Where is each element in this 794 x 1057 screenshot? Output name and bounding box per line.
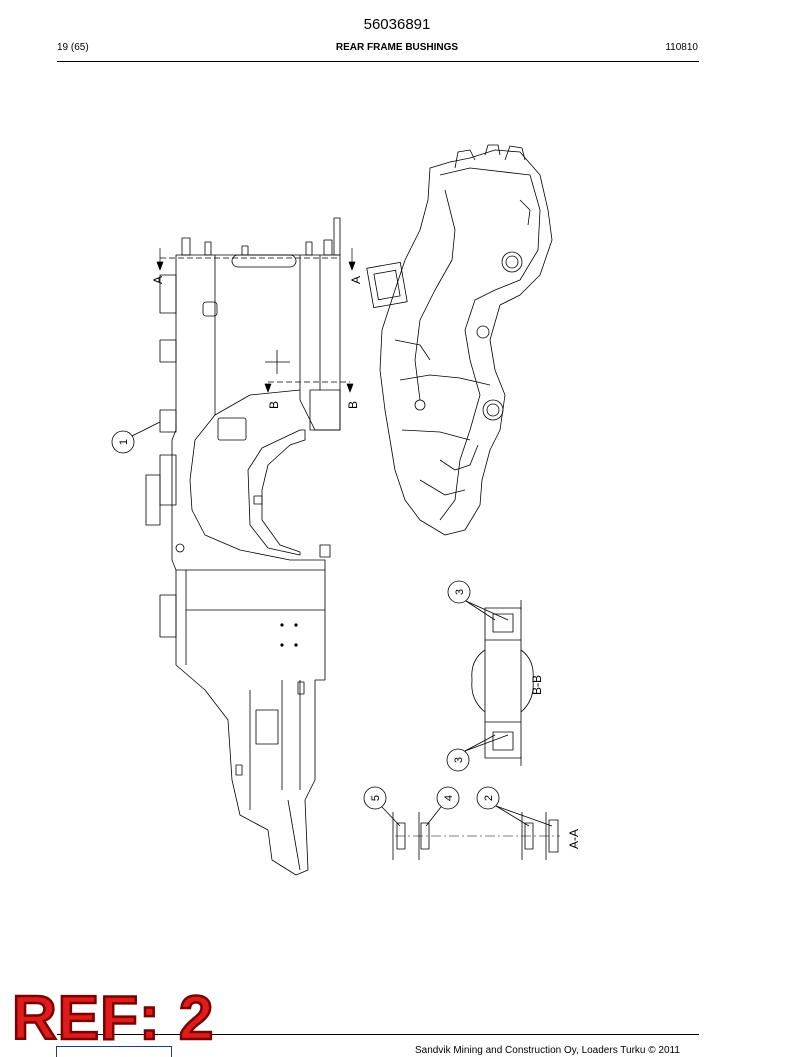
callout-label-1: 1 xyxy=(118,439,130,445)
section-aa-view xyxy=(392,812,560,860)
section-markers xyxy=(156,248,356,393)
page-title: REAR FRAME BUSHINGS xyxy=(335,42,459,53)
view-label-aa: A-A xyxy=(567,829,581,849)
date-code: 110810 xyxy=(665,42,698,53)
page-number: 19 (65) xyxy=(57,42,89,53)
footer-rule xyxy=(57,1034,699,1035)
callout-1 xyxy=(111,421,161,454)
sandvik-logo xyxy=(56,1046,172,1057)
rear-frame-side-view xyxy=(145,217,341,876)
callout-3-lower xyxy=(446,734,509,772)
section-bb-view xyxy=(471,600,534,766)
footer-copyright: Sandvik Mining and Construction Oy, Load… xyxy=(415,1045,680,1056)
section-mark-b-left: B xyxy=(267,401,281,409)
callout-2 xyxy=(476,786,553,827)
callout-label-3-upper: 3 xyxy=(454,589,466,595)
section-mark-a-left: A xyxy=(151,276,165,284)
callout-label-5: 5 xyxy=(370,795,382,801)
callout-4 xyxy=(425,786,460,827)
section-mark-a-right: A xyxy=(349,276,363,284)
callout-label-2: 2 xyxy=(483,795,495,801)
callout-label-3-lower: 3 xyxy=(453,757,465,763)
header-rule xyxy=(57,61,699,62)
section-mark-b-right: B xyxy=(346,401,360,409)
callout-3-upper xyxy=(447,580,509,621)
rear-frame-isometric-view xyxy=(366,144,553,536)
callout-5 xyxy=(363,786,401,827)
ref-stamp: REF: 2 xyxy=(11,984,215,1053)
view-label-bb: B-B xyxy=(530,675,544,695)
document-number: 56036891 xyxy=(363,16,431,33)
callout-label-4: 4 xyxy=(443,795,455,801)
